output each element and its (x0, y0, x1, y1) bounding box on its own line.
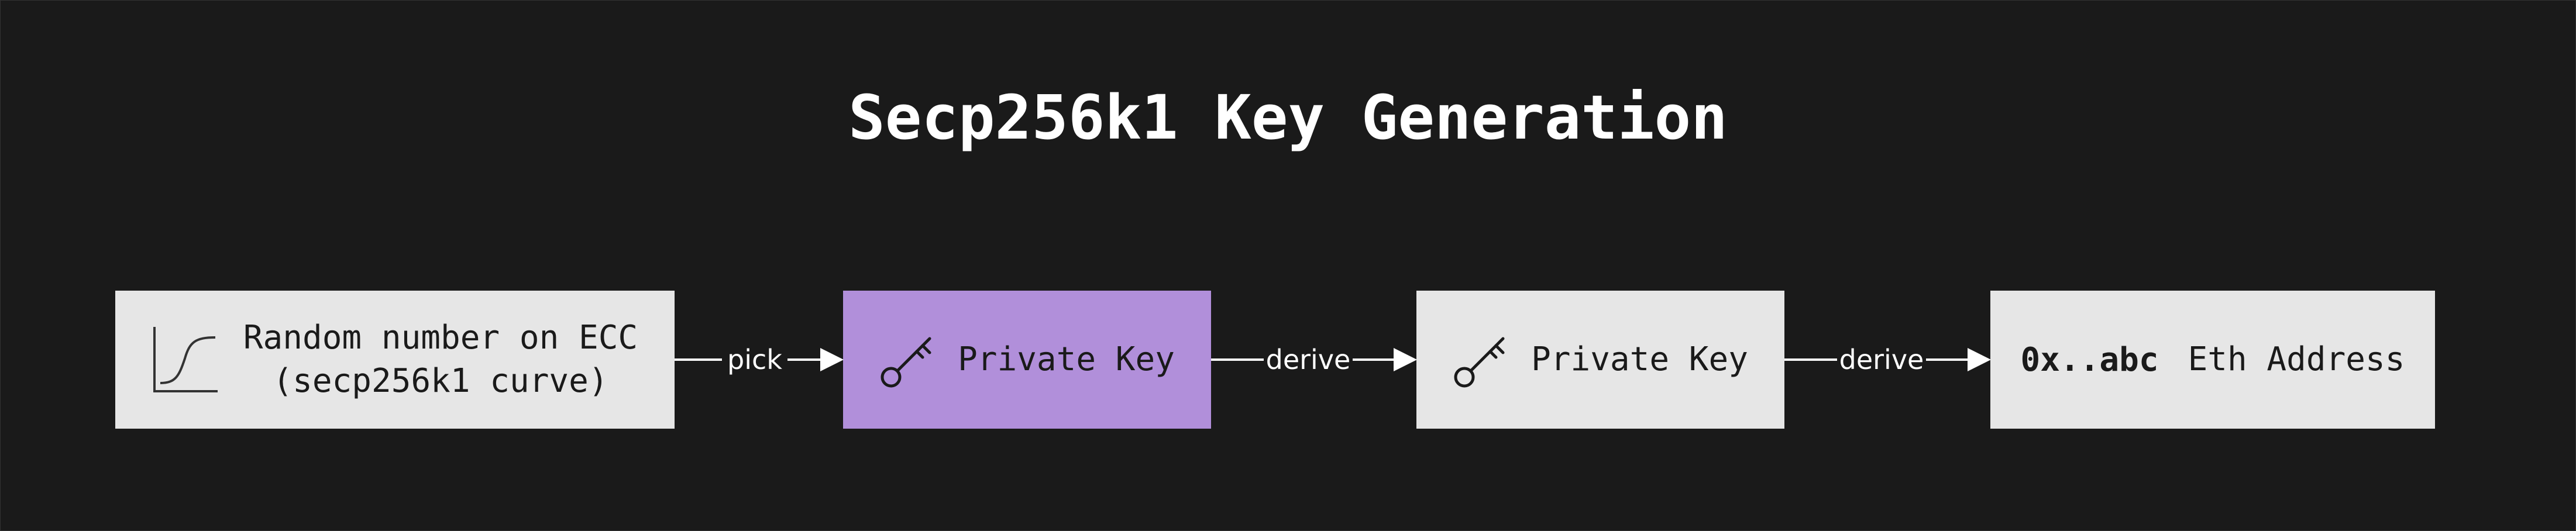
node-eth-address-label: Eth Address (2188, 340, 2405, 378)
node-eth-address: 0x..abc Eth Address (1990, 291, 2435, 429)
node-private-key-highlighted-label: Private Key (958, 340, 1175, 378)
edge-pick: pick (675, 344, 844, 375)
node-private-key-highlighted: Private Key (843, 291, 1211, 429)
node-private-key-label: Private Key (1531, 340, 1748, 378)
node-private-key: Private Key (1416, 291, 1784, 429)
edge-derive-1-label: derive (1266, 344, 1351, 375)
edge-pick-label: pick (727, 344, 782, 375)
node-random-number: Random number on ECC (secp256k1 curve) (115, 291, 675, 429)
edge-derive-1: derive (1211, 344, 1417, 375)
edge-derive-2: derive (1784, 344, 1991, 375)
curve-chart-icon (153, 327, 218, 392)
key-icon (881, 337, 931, 388)
edge-derive-2-label: derive (1839, 344, 1924, 375)
diagram-title: Secp256k1 Key Generation (848, 82, 1728, 153)
key-icon (1454, 337, 1505, 388)
eth-address-code: 0x..abc (2020, 340, 2159, 379)
node-random-number-label: Random number on ECC (secp256k1 curve) (243, 319, 638, 400)
